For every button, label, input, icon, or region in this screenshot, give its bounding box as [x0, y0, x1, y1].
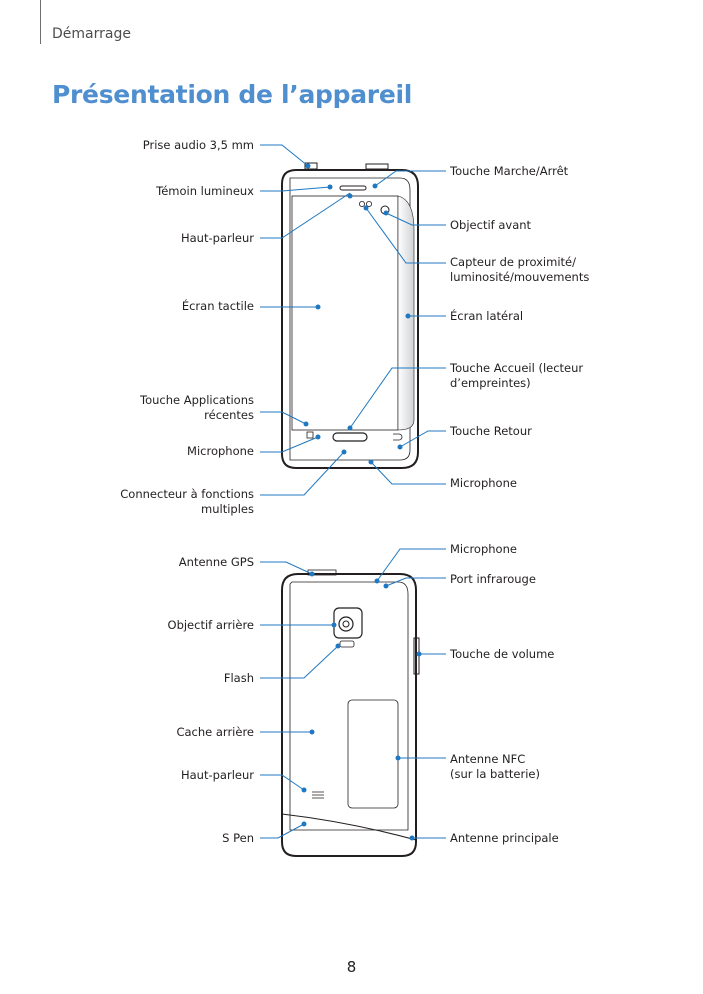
back-phone-body: [281, 573, 417, 857]
label-audio-jack: Prise audio 3,5 mm: [142, 138, 254, 152]
section-header: Démarrage: [52, 26, 131, 42]
flash: [339, 640, 355, 648]
label-nfc-antenna: Antenne NFC (sur la batterie): [450, 752, 540, 781]
front-left-callouts: [260, 144, 351, 496]
front-phone-illustration: [281, 162, 419, 469]
home-button: [332, 432, 368, 442]
front-phone-inner: [289, 177, 411, 461]
label-main-antenna: Antenne principale: [450, 831, 559, 845]
nfc-antenna: [347, 699, 399, 809]
label-multipurpose-jack: Connecteur à fonctions multiples: [120, 487, 254, 516]
back-right-dots: [374, 578, 422, 841]
back-cover-inner: [289, 581, 409, 831]
power-key-top: [365, 163, 389, 170]
label-ir-blaster: Port infrarouge: [450, 572, 536, 586]
label-microphone-front-left: Microphone: [187, 444, 254, 458]
back-key: [393, 433, 403, 441]
front-right-dots: [347, 183, 411, 465]
label-speaker: Haut-parleur: [180, 768, 254, 782]
label-front-camera: Objectif avant: [450, 218, 532, 232]
page-number: 8: [346, 958, 357, 976]
label-flash: Flash: [223, 671, 254, 685]
label-microphone-front-right: Microphone: [450, 476, 517, 490]
back-left-dots: [301, 571, 341, 827]
recent-apps-key: [306, 431, 314, 439]
front-phone-body: [281, 169, 419, 469]
edge-screen: [397, 195, 415, 431]
earpiece-slot: [339, 185, 367, 191]
page-edge-bar: [40, 0, 41, 44]
label-touchscreen: Écran tactile: [181, 299, 254, 313]
label-home-key: Touche Accueil (lecteur d’empreintes): [450, 361, 584, 390]
jack-top: [304, 162, 318, 170]
label-rear-camera: Objectif arrière: [167, 618, 254, 632]
label-earpiece: Haut-parleur: [180, 231, 254, 245]
front-right-callouts: [349, 170, 446, 485]
page-title: Présentation de l’appareil: [52, 80, 413, 109]
label-volume-key: Touche de volume: [450, 647, 555, 661]
label-back-key: Touche Retour: [450, 424, 532, 438]
label-recent-apps-key: Touche Applications récentes: [140, 393, 254, 422]
label-power-key: Touche Marche/Arrêt: [450, 164, 569, 178]
label-back-cover: Cache arrière: [176, 725, 254, 739]
back-left-callouts: [260, 561, 339, 839]
bottom-band: [281, 813, 417, 841]
label-gps-antenna: Antenne GPS: [178, 555, 254, 569]
back-phone-illustration: [281, 569, 420, 857]
label-s-pen: S Pen: [222, 831, 254, 845]
label-proximity-sensor: Capteur de proximité/ luminosité/mouveme…: [450, 255, 590, 284]
label-edge-screen: Écran latéral: [450, 309, 524, 323]
back-right-callouts: [376, 548, 446, 839]
speaker-grille: [312, 791, 324, 799]
label-microphone-back: Microphone: [450, 542, 517, 556]
label-indicator-light: Témoin lumineux: [156, 184, 254, 198]
front-left-dots: [303, 163, 353, 455]
